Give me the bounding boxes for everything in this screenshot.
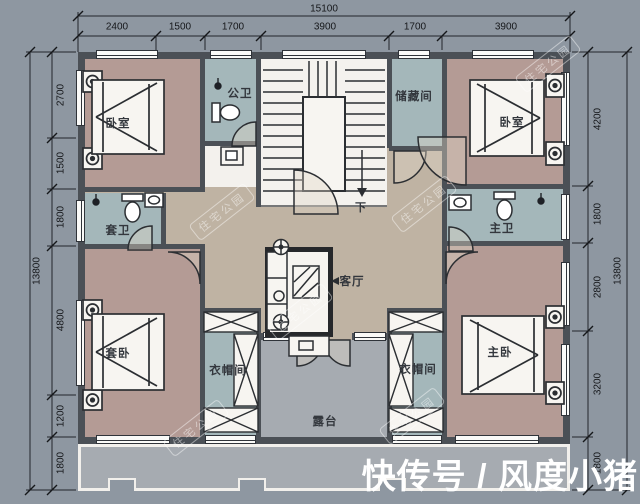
window-icon xyxy=(561,72,570,146)
window-icon xyxy=(354,332,386,341)
label-public-bathroom: 公卫 xyxy=(227,88,253,100)
label-master-bathroom: 主卫 xyxy=(489,223,515,235)
dim-right-total: 13800 xyxy=(612,257,624,285)
dim-left-seg: 1500 xyxy=(55,151,67,175)
room-master-bedroom xyxy=(447,246,563,437)
window-icon xyxy=(392,435,442,444)
dim-left-seg: 1800 xyxy=(55,451,67,475)
window-icon xyxy=(455,435,539,444)
wall xyxy=(389,146,444,151)
label-storage-room: 储藏间 xyxy=(395,91,433,103)
wall xyxy=(387,308,392,437)
label-living-room: 客厅 xyxy=(339,276,365,288)
label-suite-bedroom: 套卧 xyxy=(105,348,131,360)
dim-right-seg: 3200 xyxy=(592,372,604,396)
dim-right-seg: 4200 xyxy=(592,107,604,131)
wall xyxy=(387,59,392,148)
dim-top-seg: 2400 xyxy=(105,21,129,33)
window-icon xyxy=(472,50,534,59)
window-icon xyxy=(76,70,85,126)
wall xyxy=(256,308,261,437)
wall xyxy=(85,187,205,192)
window-icon xyxy=(210,50,252,59)
wall xyxy=(256,59,261,207)
wall xyxy=(161,193,166,246)
terrace-slab xyxy=(78,444,570,491)
dim-right-seg: 1800 xyxy=(592,202,604,226)
dim-right-seg: 2800 xyxy=(592,275,604,299)
room-bedroom-top-left xyxy=(85,59,200,187)
dim-left-seg: 2700 xyxy=(55,83,67,107)
label-closet-right: 衣帽间 xyxy=(399,364,437,376)
window-icon xyxy=(205,435,256,444)
room-stairwell xyxy=(261,59,387,207)
dim-top-seg: 1700 xyxy=(403,21,427,33)
wall xyxy=(442,59,447,437)
window-icon xyxy=(561,344,570,416)
dim-left-total: 13800 xyxy=(31,257,43,285)
window-icon xyxy=(282,50,366,59)
wall xyxy=(200,59,205,187)
credit-text: 快传号 / 风度小猪 xyxy=(361,458,638,496)
dim-left-seg: 1200 xyxy=(55,404,67,428)
label-master-bedroom: 主卧 xyxy=(487,347,513,359)
terrace-step xyxy=(108,478,136,491)
label-stairs-down: 下 xyxy=(355,202,367,214)
dim-top-total: 15100 xyxy=(310,3,338,15)
window-icon xyxy=(561,262,570,326)
window-icon xyxy=(76,200,85,242)
dim-top-seg: 1700 xyxy=(221,21,245,33)
terrace-step xyxy=(378,478,406,491)
dim-top-seg: 3900 xyxy=(494,21,518,33)
window-icon xyxy=(561,194,570,240)
window-icon xyxy=(398,50,430,59)
window-icon xyxy=(96,50,158,59)
dim-top-seg: 1500 xyxy=(168,21,192,33)
wall xyxy=(200,244,205,437)
wall xyxy=(202,141,258,146)
room-storage xyxy=(392,59,442,146)
room-suite-bedroom xyxy=(85,249,200,437)
terrace-step xyxy=(238,478,266,491)
label-bedroom-top-right: 卧室 xyxy=(499,117,525,129)
room-utility-closet xyxy=(205,146,256,187)
window-icon xyxy=(76,300,85,386)
label-closet-left: 衣帽间 xyxy=(209,365,247,377)
label-terrace: 露台 xyxy=(312,416,338,428)
window-icon xyxy=(96,435,170,444)
wall xyxy=(444,184,563,189)
dim-left-seg: 4800 xyxy=(55,308,67,332)
label-bedroom-top-left: 卧室 xyxy=(105,118,131,130)
dim-top-seg: 3900 xyxy=(313,21,337,33)
wall xyxy=(85,244,205,249)
wall xyxy=(387,308,447,313)
dim-left-seg: 1800 xyxy=(55,205,67,229)
wall xyxy=(202,308,261,313)
wall xyxy=(444,241,563,246)
label-suite-bathroom: 套卫 xyxy=(105,225,131,237)
